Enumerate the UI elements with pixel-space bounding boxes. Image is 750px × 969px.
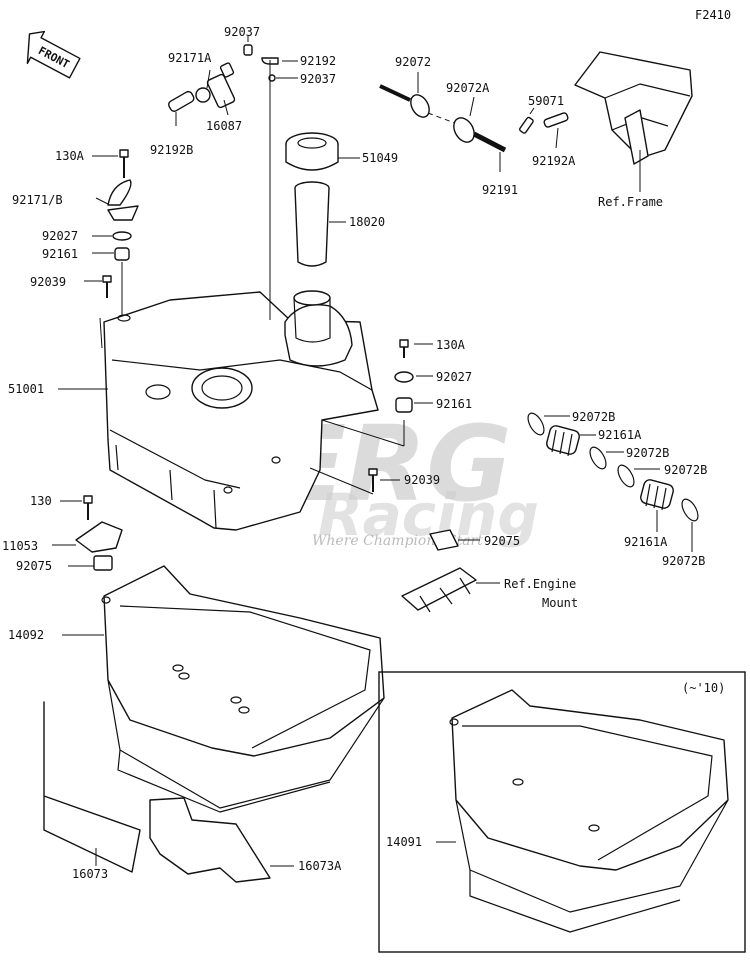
label-92037-a: 92037: [224, 25, 260, 39]
label-ref-engine: Ref.Engine: [504, 577, 576, 591]
label-51049: 51049: [362, 151, 398, 165]
bracket-92171b: [95, 179, 139, 221]
watermark-brand-racing: Racing: [318, 481, 539, 549]
sheet-16073a: [149, 797, 294, 883]
washer-92027-right: [394, 371, 433, 383]
grommet-92161-left: [92, 247, 130, 261]
bolt-130a-top: [92, 149, 129, 178]
hose-fitting-92192: [261, 57, 298, 65]
hose-92192b: [168, 90, 195, 126]
label-92027-right: 92027: [436, 370, 472, 384]
label-16087: 16087: [206, 119, 242, 133]
tray-14091: [436, 689, 729, 933]
label-16073a: 16073A: [298, 859, 342, 873]
variant-box: (~'10): [378, 671, 746, 953]
clamp-92072: [410, 72, 430, 118]
tray-14092: [62, 565, 385, 813]
label-92072: 92072: [395, 55, 431, 69]
label-92037-b: 92037: [300, 72, 336, 86]
part-labels: 92037 92171A 92192 92037 16087 92192B 92…: [2, 25, 707, 881]
clamp-92037-top: [243, 36, 253, 56]
label-92039-left: 92039: [30, 275, 66, 289]
clamp-92072b-3: [617, 464, 660, 488]
joint-59071: [519, 107, 535, 134]
bolt-130: [60, 495, 93, 520]
label-92161-left: 92161: [42, 247, 78, 261]
label-92192a: 92192A: [532, 154, 576, 168]
label-14091: 14091: [386, 835, 422, 849]
pad-92075-right: [429, 529, 480, 551]
label-ref-frame: Ref.Frame: [598, 195, 663, 209]
damper-92161a-1: [546, 425, 596, 457]
label-130: 130: [30, 494, 52, 508]
frame-reference: [574, 51, 693, 192]
label-92161a-1: 92161A: [598, 428, 642, 442]
label-92161-right: 92161: [436, 397, 472, 411]
fuel-tank-51001: [58, 60, 379, 531]
clamp-92171a: [195, 69, 211, 103]
label-14092: 14092: [8, 628, 44, 642]
label-92027-left: 92027: [42, 229, 78, 243]
hose-92192a: [543, 112, 569, 149]
label-130a-right: 130A: [436, 338, 466, 352]
label-59071: 59071: [528, 94, 564, 108]
hose-92191: [472, 131, 507, 172]
clamp-92072b-1: [527, 412, 570, 436]
label-92161a-2: 92161A: [624, 535, 668, 549]
label-92075-right: 92075: [484, 534, 520, 548]
label-11053: 11053: [2, 539, 38, 553]
label-92192: 92192: [300, 54, 336, 68]
label-92075-left: 92075: [16, 559, 52, 573]
diagram-code: F2410: [695, 8, 731, 22]
label-92192b: 92192B: [150, 143, 193, 157]
front-arrow-icon: FRONT: [26, 30, 81, 79]
label-18020: 18020: [349, 215, 385, 229]
engine-mount-reference: [401, 567, 500, 613]
valve-16087: [206, 62, 236, 116]
variant-label: (~'10): [682, 681, 725, 695]
bracket-11053: [52, 521, 123, 553]
bolt-92039-right: [309, 467, 400, 495]
bolt-92039-left: [84, 262, 123, 318]
label-92171a: 92171A: [168, 51, 212, 65]
label-92039-right: 92039: [404, 473, 440, 487]
washer-92027-left: [92, 231, 132, 241]
label-51001: 51001: [8, 382, 44, 396]
label-92072a: 92072A: [446, 81, 490, 95]
filler-tube-18020: [294, 181, 346, 267]
label-16073: 16073: [72, 867, 108, 881]
label-92171b: 92171/B: [12, 193, 63, 207]
clamp-92072b-2: [589, 446, 624, 470]
label-ref-engine-mount: Mount: [542, 596, 578, 610]
label-92072b-1: 92072B: [572, 410, 615, 424]
clamp-92072b-4: [681, 498, 699, 552]
grommet-92161-right: [321, 397, 433, 447]
label-92191: 92191: [482, 183, 518, 197]
clamp-92072a: [453, 96, 475, 143]
label-92072b-3: 92072B: [664, 463, 707, 477]
label-92072b-4: 92072B: [662, 554, 705, 568]
fuel-cap-51049: [285, 132, 360, 171]
bolt-130a-right: [399, 339, 433, 358]
clip-92037-small: [268, 74, 298, 82]
sheet-16073: [43, 701, 141, 873]
pad-92075-left: [68, 555, 113, 571]
damper-92161a-2: [640, 479, 674, 532]
label-130a-top: 130A: [55, 149, 85, 163]
label-92072b-2: 92072B: [626, 446, 669, 460]
